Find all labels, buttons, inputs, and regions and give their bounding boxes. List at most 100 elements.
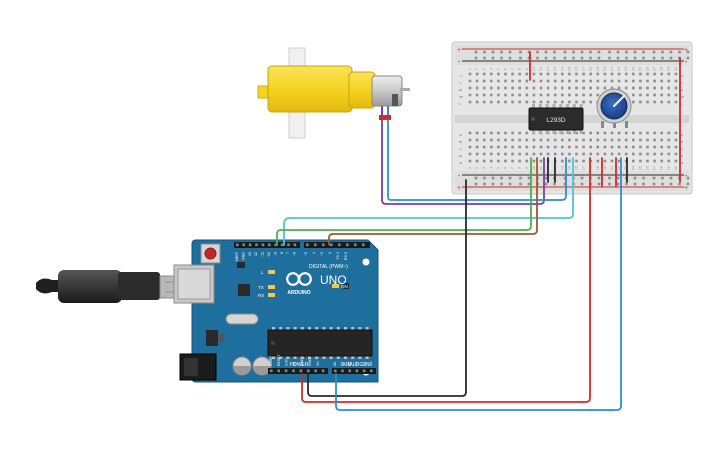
breadboard-hole <box>632 79 635 83</box>
analog-pin-label: A4 <box>362 362 366 366</box>
usb-cable[interactable] <box>36 270 191 303</box>
wire-brown-pin6[interactable] <box>328 157 538 246</box>
breadboard-hole <box>582 138 585 142</box>
breadboard-hole <box>667 131 671 135</box>
breadboard-hole <box>482 86 486 90</box>
rail-minus-tr: - <box>685 59 688 66</box>
wire-black-gnd-arduino[interactable] <box>307 179 467 397</box>
column-number-top: 4 <box>488 67 493 70</box>
column-number-bottom: 30 <box>673 165 678 170</box>
logo-text: ARDUINO <box>287 290 310 296</box>
wire-green-pin13[interactable] <box>276 157 532 246</box>
rail-hole <box>597 182 601 186</box>
power-pin-label: RESET <box>277 355 281 366</box>
column-number-top: 22 <box>616 66 621 71</box>
atmega-pin <box>308 355 311 359</box>
breadboard-hole <box>553 138 557 142</box>
breadboard-hole <box>653 79 656 83</box>
column-number-bottom: 7 <box>510 166 515 169</box>
breadboard-hole <box>490 138 493 142</box>
breadboard-hole <box>490 152 493 156</box>
breadboard-hole <box>490 79 493 83</box>
breadboard-hole <box>525 79 529 83</box>
dc-gear-motor[interactable] <box>257 47 410 139</box>
pot-leg <box>601 121 604 128</box>
motor-gearbox <box>267 65 353 113</box>
breadboard-hole <box>624 72 628 76</box>
rail-hole <box>616 182 620 186</box>
breadboard-hole <box>561 86 564 90</box>
wire-cyan-pin12[interactable] <box>283 157 574 246</box>
atmega-pin <box>300 327 304 331</box>
wire-motor-purple[interactable] <box>381 119 545 205</box>
breadboard-hole <box>553 72 557 76</box>
column-number-bottom: 23 <box>623 165 628 170</box>
rail-hole <box>589 56 592 60</box>
motor-gearbox-cap <box>348 71 376 109</box>
breadboard-hole <box>632 100 635 104</box>
analog-pin-label: A5 <box>369 362 373 366</box>
atmega-pin <box>365 327 369 331</box>
row-letter-right: i <box>679 83 684 84</box>
power-pin-label: GND <box>308 358 312 366</box>
wire-blue-pot-a0[interactable] <box>335 157 622 411</box>
column-number-bottom: 22 <box>616 165 621 170</box>
breadboard-hole <box>674 93 678 97</box>
breadboard-hole <box>475 131 479 135</box>
atmega-pin <box>272 327 275 331</box>
breadboard-hole <box>468 93 472 97</box>
column-number-bottom: 21 <box>609 165 614 170</box>
row-letter-right: j <box>679 76 684 78</box>
rail-hole <box>642 176 645 180</box>
breadboard-hole <box>482 79 486 83</box>
breadboard-hole <box>603 86 607 90</box>
breadboard-hole <box>660 100 663 104</box>
header-hole <box>330 243 333 247</box>
power-pin-label: GND <box>300 358 304 366</box>
breadboard-hole <box>653 86 656 90</box>
breadboard-hole <box>610 86 614 90</box>
breadboard-hole <box>610 138 614 142</box>
breadboard-hole <box>532 145 536 149</box>
power-label: POWER <box>290 362 309 368</box>
potentiometer[interactable] <box>596 88 632 128</box>
rail-hole <box>678 182 681 186</box>
rail-hole <box>544 182 548 186</box>
column-number-bottom: 17 <box>581 165 586 170</box>
wire-red-5v-arduino[interactable] <box>301 185 591 403</box>
row-letter-left: h <box>458 88 463 91</box>
column-number-top: 6 <box>503 67 508 70</box>
header-hole <box>314 243 317 247</box>
breadboard-hole <box>617 72 621 76</box>
breadboard-hole <box>525 131 529 135</box>
header-hole <box>287 243 290 247</box>
voltage-regulator-tab <box>218 334 224 342</box>
breadboard-hole <box>603 145 607 149</box>
header-hole <box>280 243 284 247</box>
breadboard-hole <box>468 86 472 90</box>
digital-pin-label: GND <box>241 252 245 260</box>
rail-hole <box>652 182 656 186</box>
breadboard-hole <box>511 131 514 135</box>
rail-hole <box>544 176 548 180</box>
breadboard-hole <box>518 131 521 135</box>
header-hole <box>338 243 341 247</box>
atmega-pin <box>279 355 283 359</box>
column-number-top: 9 <box>524 67 529 70</box>
rail-hole <box>661 176 664 180</box>
motor-terminal-1 <box>379 115 385 120</box>
breadboard-hole <box>561 93 564 97</box>
wire-motor-blue[interactable] <box>387 119 567 201</box>
digital-pin-label: TX 1 <box>336 252 340 260</box>
breadboard-hole <box>497 159 500 163</box>
reset-button-cap[interactable] <box>204 247 217 260</box>
rail-plus-tr: + <box>684 47 688 54</box>
header-hole <box>255 243 258 247</box>
breadboard-hole <box>653 145 656 149</box>
breadboard-hole <box>632 93 635 97</box>
atmega-pin <box>336 327 340 331</box>
atmega-pin <box>365 355 369 359</box>
column-number-top: 14 <box>559 66 564 71</box>
l293d-chip[interactable]: L293D <box>528 104 584 134</box>
